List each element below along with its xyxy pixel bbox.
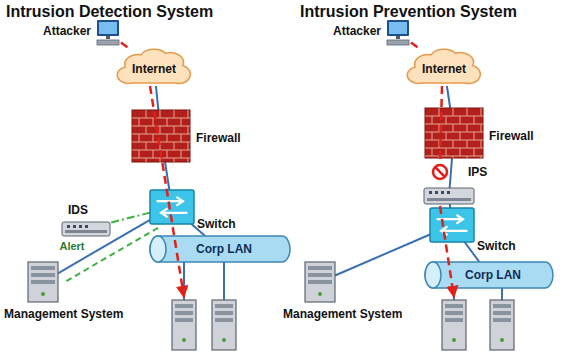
server-icon [442,300,466,350]
node-label: IPS [468,165,487,179]
internet-cloud: Internet [408,48,480,86]
server-icon [212,300,236,350]
diagram-title: Intrusion Detection System [6,3,213,21]
server-icon: Management System [28,262,58,302]
block-symbol [433,165,447,179]
server-icon [172,300,196,350]
node-label: Attacker [333,24,381,38]
node-label: Internet [132,62,176,76]
attacker-computer [95,20,121,46]
node-label: Firewall [489,129,534,143]
firewall-icon: Firewall [425,108,483,158]
node-label: Corp LAN [196,242,252,256]
network-link [450,158,452,188]
lan-bus: Corp LAN [150,236,290,262]
network-link [335,235,430,276]
attack-path [150,86,184,297]
node-label: IDS [68,203,88,217]
node-label: Firewall [196,131,241,145]
attack-path [440,206,454,297]
node-label: Switch [477,239,516,253]
network-link [121,43,128,48]
server-icon [305,262,335,302]
network-link [447,86,450,108]
network-link [411,43,418,48]
network-link [110,213,150,223]
internet-cloud: Internet [118,48,190,86]
node-label: Corp LAN [465,268,521,282]
network-link [156,86,158,110]
edge-label: Alert [57,240,86,253]
node-label: Switch [197,217,236,231]
network-link [58,220,150,273]
network-switch [430,208,474,242]
diagram-title: Intrusion Prevention System [300,3,517,21]
attacker-computer [385,20,411,46]
network-switch: Switch [430,208,474,242]
node-label: Internet [422,62,466,76]
server-icon [28,262,58,302]
lan-bus: Corp LAN [425,262,553,288]
lan-drop [501,288,503,300]
security-appliance [424,188,474,204]
lan-drop [223,262,225,300]
security-appliance: IDS [62,222,110,236]
server-icon [172,300,514,350]
security-appliance: IPS [424,188,474,204]
server-icon: Management System [305,262,335,302]
node-label: Management System [4,307,123,321]
firewall-icon [425,108,483,158]
node-label: Attacker [43,24,91,38]
attack-path [440,86,442,163]
node-label: Management System [283,307,402,321]
attacker-computer: Attacker [385,20,411,46]
server-icon [490,300,514,350]
lan-drop [184,262,502,300]
security-appliance [62,222,110,236]
attacker-computer: Attacker [95,20,121,46]
